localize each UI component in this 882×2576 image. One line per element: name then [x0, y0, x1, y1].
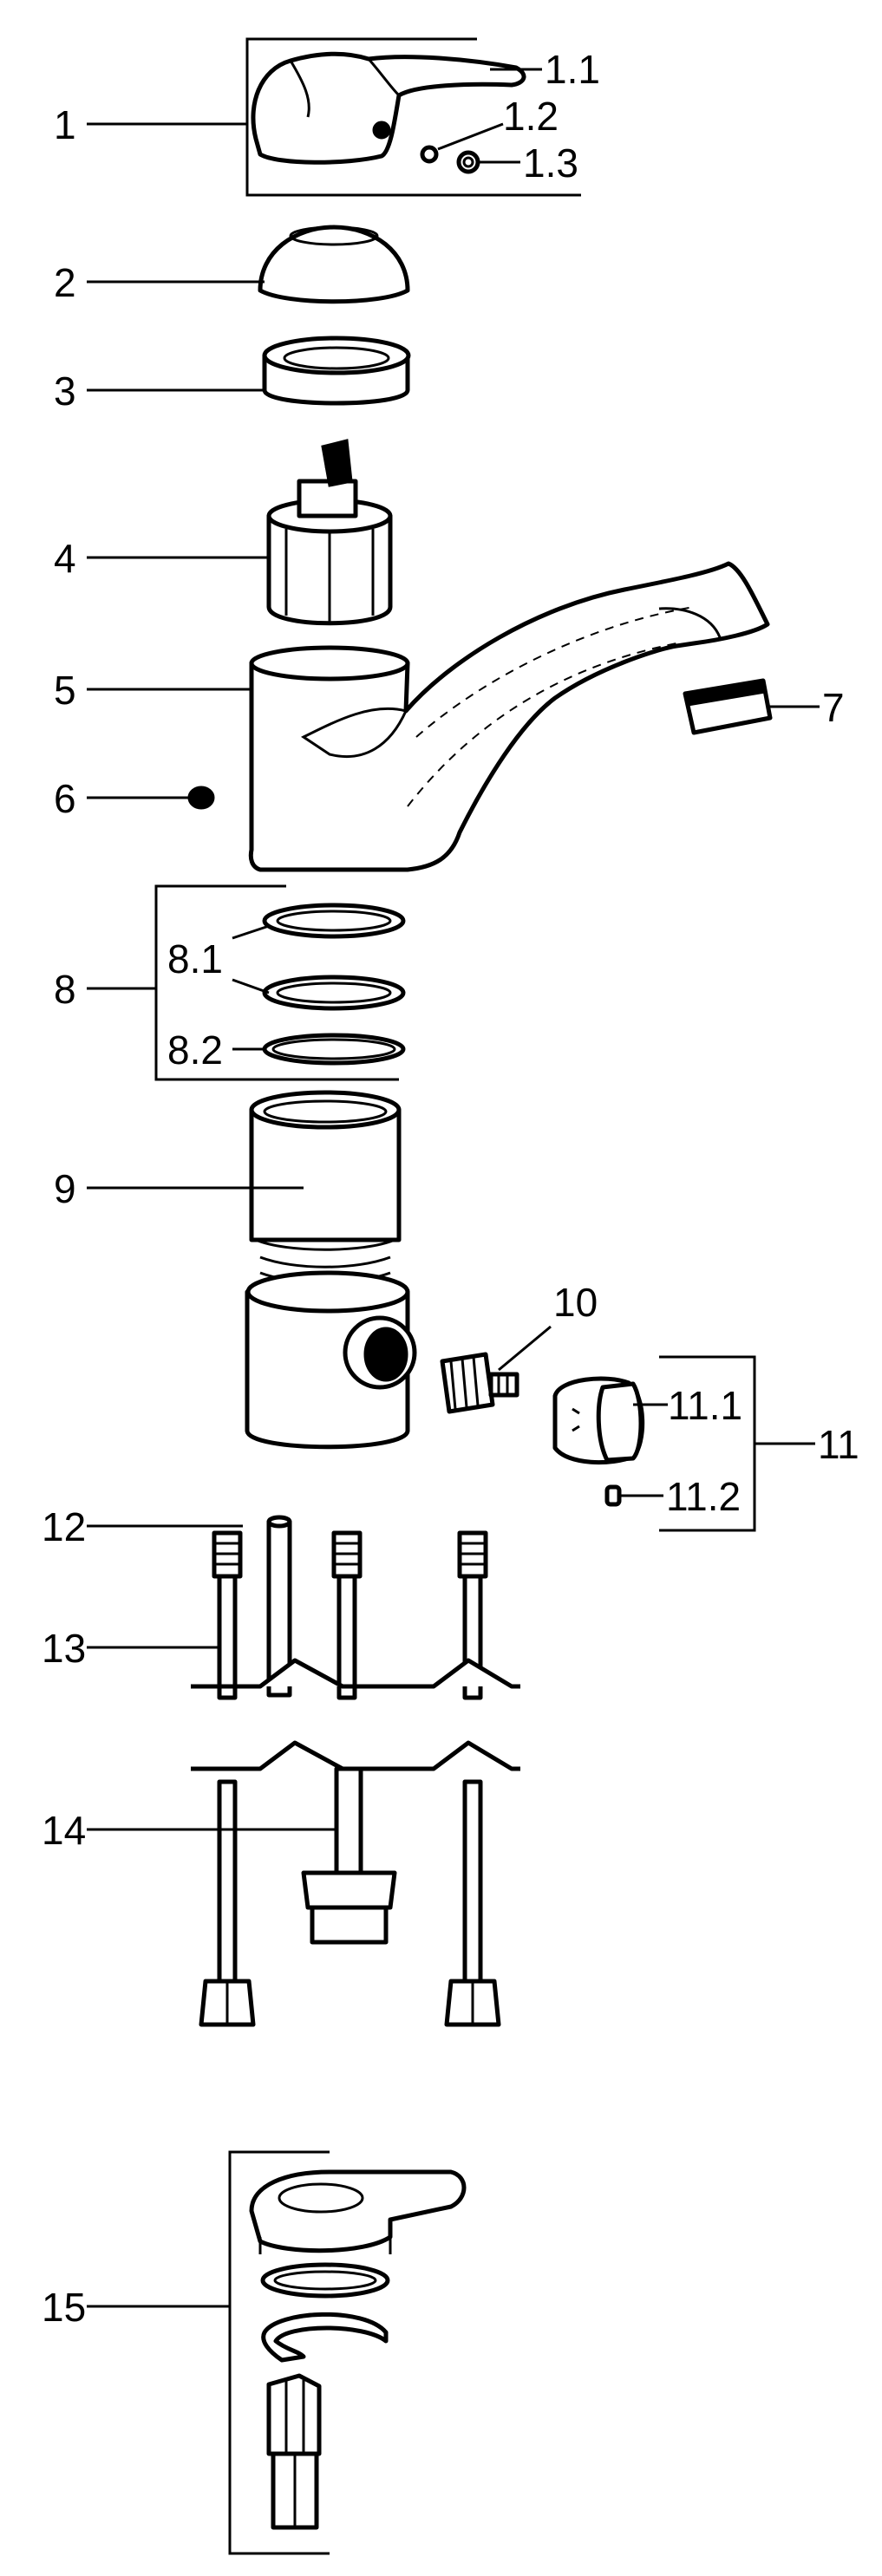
- label-13: 13: [42, 1626, 86, 1671]
- label-8-1: 8.1: [167, 936, 223, 981]
- part-1-lever-handle: [245, 37, 581, 197]
- part-6-grub-screw: [187, 786, 215, 810]
- label-1-2: 1.2: [503, 94, 559, 139]
- label-6: 6: [54, 776, 76, 821]
- label-10: 10: [553, 1280, 598, 1325]
- part-4-cartridge: [266, 439, 393, 626]
- bench-surface: [191, 1658, 520, 1771]
- part-10-valve-insert: [440, 1352, 519, 1414]
- label-8: 8: [54, 967, 76, 1012]
- label-14: 14: [42, 1808, 86, 1853]
- label-7: 7: [822, 685, 845, 730]
- part-8-2-o-ring: [262, 1033, 406, 1066]
- bracket-15: [228, 2150, 330, 2555]
- part-11-2-screw: [604, 1484, 622, 1507]
- part-14-fixing-stud: [301, 1766, 397, 1945]
- part-3-ring: [262, 336, 411, 406]
- leader-8-1: [232, 924, 270, 940]
- label-1-1: 1.1: [545, 47, 600, 92]
- leader-10: [498, 1325, 552, 1372]
- part-5-tap-body: [248, 561, 770, 872]
- bracket-1: [245, 37, 581, 197]
- label-3: 3: [54, 368, 76, 414]
- label-8-2: 8.2: [167, 1027, 223, 1073]
- label-11-1: 11.1: [668, 1383, 742, 1428]
- label-11-2: 11.2: [666, 1474, 741, 1519]
- label-15: 15: [42, 2285, 86, 2330]
- label-1-3: 1.3: [523, 140, 578, 186]
- part-8-1-o-ring: [262, 903, 406, 939]
- part-15-fixing-set: [249, 2169, 467, 2530]
- leader-8-1b: [232, 978, 270, 995]
- bracket-8: [154, 884, 399, 1081]
- label-9: 9: [54, 1166, 76, 1211]
- part-8-1-washer: [262, 975, 406, 1011]
- part-9-housing: [245, 1090, 417, 1450]
- label-11: 11: [818, 1422, 859, 1467]
- part-2-dome-cap: [258, 225, 410, 304]
- label-5: 5: [54, 668, 76, 713]
- label-2: 2: [54, 260, 76, 305]
- part-7-aerator: [683, 678, 773, 735]
- label-4: 4: [54, 536, 76, 581]
- label-1: 1: [54, 102, 76, 147]
- leader-1-2: [437, 122, 504, 151]
- label-12: 12: [42, 1504, 86, 1549]
- part-11-1-knob: [552, 1376, 645, 1464]
- part-13-hoses: [199, 1530, 501, 2027]
